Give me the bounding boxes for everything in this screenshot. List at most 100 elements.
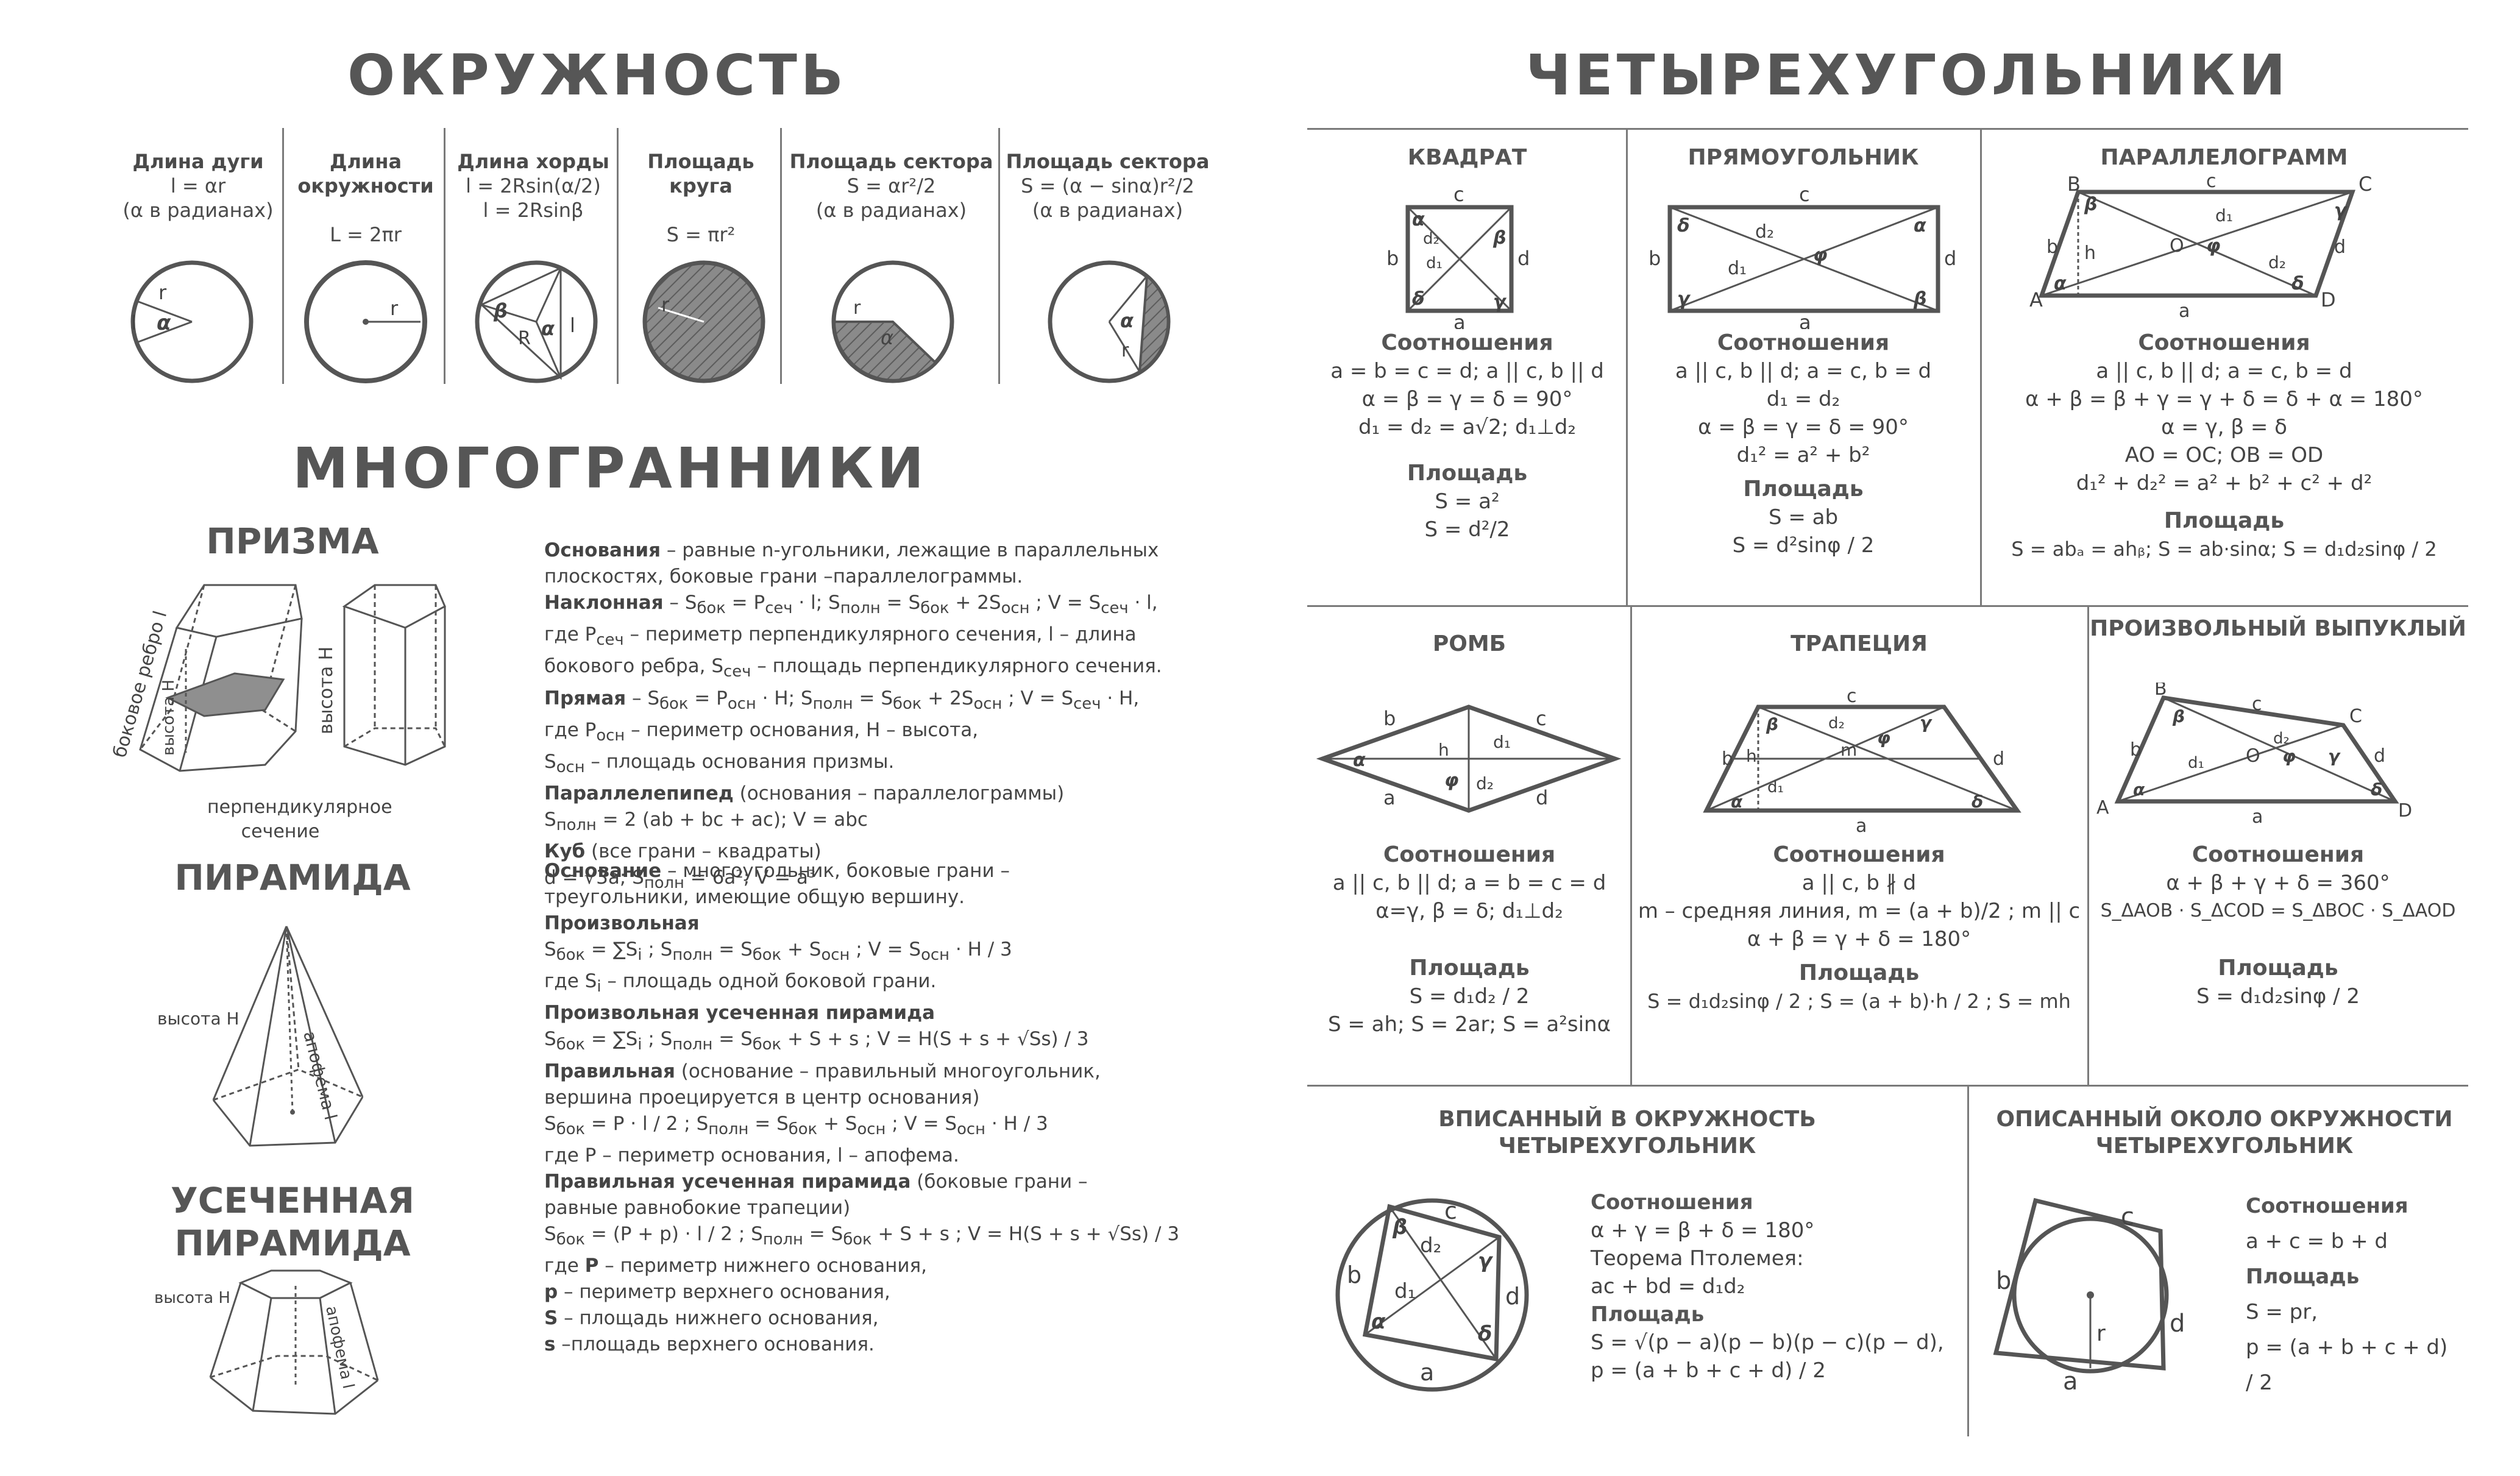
text-line: p – периметр верхнего основания,: [544, 1280, 890, 1303]
svg-text:D: D: [2398, 800, 2412, 821]
svg-text:φ: φ: [1877, 728, 1890, 748]
svg-text:C: C: [2349, 706, 2362, 727]
chord-alpha: α: [541, 317, 555, 340]
text-line: Основания – равные n-угольники, лежащие …: [544, 539, 1159, 561]
cell-name: Площадь круга: [647, 150, 754, 197]
segment-figure: α r: [1048, 260, 1171, 383]
svg-text:δ: δ: [2291, 273, 2304, 294]
conv-title: ПРОИЗВОЛЬНЫЙ ВЫПУКЛЫЙ: [2090, 616, 2466, 641]
area-label: Площадь: [1409, 956, 1530, 981]
area-formula: S = pr,: [2246, 1300, 2318, 1324]
svg-text:d₂: d₂: [1755, 221, 1774, 243]
svg-text:c: c: [1453, 183, 1464, 206]
relations-label: Соотношения: [2192, 842, 2365, 867]
circle-area-figure: r: [642, 260, 765, 383]
svg-text:h: h: [1746, 746, 1757, 766]
svg-text:c: c: [2206, 174, 2217, 192]
svg-text:d₁: d₁: [1394, 1279, 1416, 1304]
square-title: КВАДРАТ: [1407, 145, 1527, 170]
rect-title: ПРЯМОУГОЛЬНИК: [1688, 145, 1919, 170]
svg-text:C: C: [2359, 174, 2372, 196]
svg-text:a: a: [1453, 311, 1466, 329]
inscribed-title: ВПИСАННЫЙ В ОКРУЖНОСТЬ ЧЕТЫРЕХУГОЛЬНИК: [1438, 1107, 1816, 1158]
area-formula: S = ah; S = 2ar; S = a²sinα: [1328, 1012, 1611, 1037]
svg-text:d₂: d₂: [1420, 1233, 1441, 1258]
svg-text:b: b: [1347, 1261, 1361, 1288]
circum-figure: c a b d r: [1993, 1197, 2185, 1396]
circ-label-r: r: [390, 297, 399, 320]
svg-text:a: a: [2063, 1368, 2078, 1396]
area-formula: S = d₁d₂sinφ / 2: [2196, 984, 2360, 1009]
sector-area-cell: Площадь сектора S = αr²/2 (α в радианах): [786, 149, 996, 222]
relation: a || c, b || d; a = c, b = d: [1675, 359, 1932, 383]
svg-text:d₁: d₁: [2215, 205, 2233, 225]
pyramid-text: Основание – многоугольник, боковые грани…: [544, 858, 1179, 1358]
cell-name: Длина хорды: [457, 150, 609, 173]
chord-R: R: [518, 328, 531, 349]
rhomb-relations: Соотношения a || c, b || d; a = b = c = …: [1310, 841, 1628, 1038]
relation: α=γ, β = δ; d₁⊥d₂: [1375, 899, 1563, 923]
svg-text:d₁: d₁: [1728, 258, 1747, 279]
svg-text:α: α: [1731, 792, 1743, 812]
relation: a || c, b ∦ d: [1801, 871, 1917, 895]
svg-text:a: a: [1420, 1359, 1434, 1386]
arc-label-r: r: [158, 281, 167, 304]
cell-formula: L = 2πr: [330, 223, 402, 246]
relation: AO = OC; OB = OD: [2124, 443, 2324, 467]
svg-text:α: α: [1412, 209, 1425, 230]
text-line: Sбок = P · l / 2 ; Sполн = Sбок + Sосн ;…: [544, 1112, 1048, 1138]
svg-text:a: a: [1799, 311, 1811, 329]
text-line: Правильная (основание – правильный много…: [544, 1060, 1101, 1082]
text-line: Sбок = ∑Si ; Sполн = Sбок + Sосн ; V = S…: [544, 938, 1012, 965]
cell-note: (α в радианах): [1032, 199, 1184, 222]
relations-label: Соотношения: [1591, 1190, 1753, 1215]
divider: [1307, 605, 2468, 607]
relations-label: Соотношения: [1773, 842, 1945, 867]
chord-cell: Длина хорды l = 2Rsin(α/2) l = 2Rsinβ: [451, 149, 616, 222]
text-line: Произвольная усеченная пирамида: [544, 1002, 935, 1024]
cell-name: Длина окружности: [297, 150, 434, 197]
svg-text:δ: δ: [1412, 288, 1425, 310]
prism-text: Основания – равные n-угольники, лежащие …: [544, 538, 1162, 897]
divider: [1307, 128, 2468, 130]
svg-text:d₂: d₂: [1423, 230, 1439, 248]
rect-relations: Соотношения a || c, b || d; a = c, b = d…: [1627, 329, 1979, 559]
svg-text:φ: φ: [1813, 244, 1827, 266]
cell-name: Площадь сектора: [1006, 150, 1210, 173]
svg-text:d₂: d₂: [2268, 252, 2286, 272]
text-line: d = √3a; Sполн = 6a²; V = a³: [544, 867, 816, 893]
chord-beta: β: [493, 299, 508, 322]
svg-text:γ: γ: [2328, 746, 2341, 766]
conv-relations: Соотношения α + β + γ + δ = 360° S_ΔAOB …: [2089, 841, 2467, 1010]
poly-title: МНОГОГРАННИКИ: [293, 436, 928, 501]
prism-height-label-2: высота H: [316, 647, 337, 734]
relation: d₁ = d₂: [1766, 387, 1840, 411]
svg-text:a: a: [2252, 806, 2263, 828]
svg-text:d₁: d₁: [1493, 732, 1511, 752]
svg-text:β: β: [2084, 194, 2097, 215]
text-line: Sбок = (P + p) · l / 2 ; Sполн = Sбок + …: [544, 1222, 1180, 1249]
svg-text:δ: δ: [2371, 779, 2382, 800]
inscribed-figure: c a b d d₂ d₁ β α γ δ: [1335, 1197, 1529, 1392]
svg-text:d₁: d₁: [1767, 778, 1784, 797]
svg-text:B: B: [2154, 683, 2167, 700]
divider: [1967, 1086, 1969, 1436]
divider: [1630, 606, 1632, 1085]
text-line: где Pосн – периметр основания, H – высот…: [544, 718, 979, 745]
area-label: Площадь: [2218, 956, 2338, 981]
relation: α = γ, β = δ: [2161, 415, 2287, 439]
svg-text:c: c: [1799, 183, 1810, 206]
svg-text:O: O: [2246, 745, 2260, 767]
relations-label: Соотношения: [1717, 330, 1890, 355]
pyramid-height-label: высота H: [157, 1009, 240, 1029]
cell-formula: l = 2Rsin(α/2): [466, 174, 601, 197]
svg-text:d: d: [2374, 745, 2385, 767]
svg-text:A: A: [2096, 797, 2109, 818]
svg-text:γ: γ: [1920, 712, 1933, 733]
svg-text:d₂: d₂: [1476, 773, 1494, 793]
area-formula: p = (a + b + c + d) / 2: [1591, 1358, 1826, 1383]
svg-text:c: c: [1536, 707, 1547, 730]
svg-text:a: a: [1856, 815, 1867, 837]
arc-label-alpha: α: [157, 311, 171, 335]
area-formula: S = d²/2: [1424, 517, 1510, 542]
